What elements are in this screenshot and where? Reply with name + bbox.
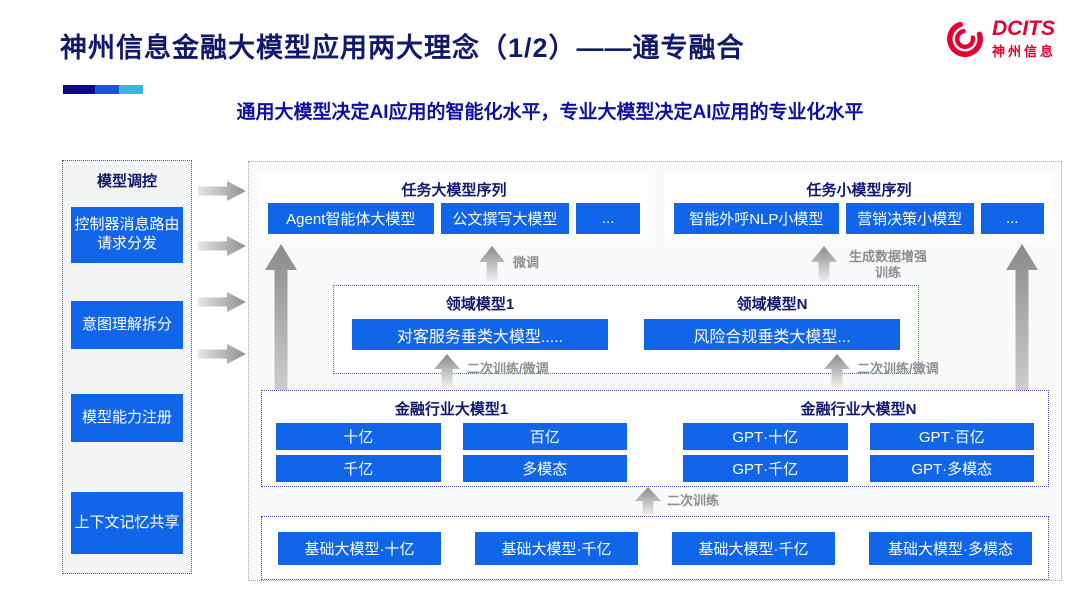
slide-subtitle: 通用大模型决定AI应用的智能化水平，专业大模型决定AI应用的专业化水平 — [236, 102, 864, 123]
industry-group-1: 金融行业大模型1 十亿 百亿 千亿 多模态 — [270, 396, 633, 486]
sidebar-item-intent: 意图理解拆分 — [71, 301, 183, 349]
flow-arrow-up-icon — [824, 354, 850, 388]
arrow-label-retrain-ft: 二次训练/微调 — [467, 361, 549, 376]
arrow-label-finetune: 微调 — [513, 255, 540, 270]
model-chip-document: 公文撰写大模型 — [440, 203, 570, 234]
foundation-model-layer: 基础大模型·十亿 基础大模型·千亿 基础大模型·千亿 基础大模型·多模态 — [261, 516, 1049, 580]
model-chip-foundation-100b: 基础大模型·千亿 — [475, 531, 638, 565]
page-title: 神州信息金融大模型应用两大理念（1/2）——通专融合 — [60, 33, 745, 63]
logo-brand: DCITS — [991, 17, 1055, 40]
domain-group-1: 领域模型1 对客服务垂类大模型..... — [334, 286, 626, 373]
flow-arrow-up-icon — [635, 487, 661, 516]
industry-title: 金融行业大模型N — [800, 401, 917, 418]
model-chip-gpt-10b: GPT·百亿 — [869, 423, 1034, 450]
model-control-panel: 模型调控 控制器消息路由请求分发 意图理解拆分 模型能力注册 上下文记忆共享 — [62, 160, 192, 574]
model-chip-foundation-multimodal: 基础大模型·多模态 — [869, 531, 1032, 565]
industry-model-layer: 金融行业大模型1 十亿 百亿 千亿 多模态 金融行业大模型N GPT·十亿 GP… — [261, 390, 1049, 487]
model-chip-multimodal: 多模态 — [462, 455, 627, 482]
model-chip-more: ... — [576, 203, 640, 234]
accent-bar-segment — [63, 85, 95, 94]
flow-arrow-right-icon — [198, 236, 246, 256]
domain-title: 领域模型N — [736, 296, 808, 313]
flow-arrow-up-tall-icon — [265, 244, 297, 472]
model-chip-foundation-1b: 基础大模型·十亿 — [278, 531, 441, 565]
sidebar-title: 模型调控 — [96, 173, 157, 190]
domain-model-layer: 领域模型1 对客服务垂类大模型..... 领域模型N 风险合规垂类大模型... — [333, 285, 919, 374]
arrow-label-gen-data: 生成数据增强训练 — [848, 249, 927, 281]
flow-arrow-right-icon — [198, 181, 246, 201]
logo-brand-cn: 神州信息 — [991, 44, 1056, 59]
flow-arrow-right-icon — [198, 292, 246, 312]
sidebar-item-registry: 模型能力注册 — [71, 394, 183, 442]
model-chip-agent: Agent智能体大模型 — [268, 203, 434, 234]
flow-arrow-up-tall-icon — [1006, 244, 1038, 472]
model-chip-gpt-multimodal: GPT·多模态 — [869, 455, 1034, 482]
domain-title: 领域模型1 — [445, 296, 515, 313]
dcits-logo: DCITS 神州信息 — [944, 18, 1056, 60]
model-chip-gpt-100b: GPT·千亿 — [683, 455, 848, 482]
model-chip-gpt-1b: GPT·十亿 — [683, 423, 848, 450]
arrow-label-retrain: 二次训练 — [667, 493, 720, 508]
card-title: 任务小模型序列 — [806, 182, 912, 199]
model-chip-100b: 千亿 — [276, 455, 441, 482]
accent-bar-segment — [119, 85, 143, 94]
model-chip-foundation-100b: 基础大模型·千亿 — [672, 531, 835, 565]
model-chip-marketing: 营销决策小模型 — [845, 203, 974, 234]
domain-group-n: 领域模型N 风险合规垂类大模型... — [626, 286, 918, 373]
flow-arrow-up-icon — [811, 246, 837, 282]
dcits-swirl-icon — [947, 21, 983, 57]
flow-arrow-right-icon — [198, 344, 246, 364]
flow-arrow-up-icon — [434, 354, 460, 388]
sidebar-item-router: 控制器消息路由请求分发 — [71, 207, 183, 263]
sidebar-item-context: 上下文记忆共享 — [71, 492, 183, 554]
arrow-label-retrain-ft: 二次训练/微调 — [857, 361, 939, 376]
accent-bar-segment — [95, 85, 119, 94]
accent-bar — [63, 85, 143, 94]
industry-group-n: 金融行业大模型N GPT·十亿 GPT·百亿 GPT·千亿 GPT·多模态 — [677, 396, 1040, 486]
flow-arrow-up-icon — [479, 246, 505, 282]
model-chip-customer-service: 对客服务垂类大模型..... — [351, 319, 609, 350]
industry-title: 金融行业大模型1 — [394, 401, 509, 418]
model-chip-10b: 百亿 — [462, 423, 627, 450]
model-chip-more: ... — [980, 203, 1044, 234]
task-large-model-card: 任务大模型序列 Agent智能体大模型 公文撰写大模型 ... — [259, 173, 649, 241]
model-chip-1b: 十亿 — [276, 423, 441, 450]
model-chip-risk-compliance: 风险合规垂类大模型... — [643, 319, 901, 350]
model-chip-nlp-call: 智能外呼NLP小模型 — [674, 203, 839, 234]
card-title: 任务大模型序列 — [401, 182, 507, 199]
model-architecture-diagram: 任务大模型序列 Agent智能体大模型 公文撰写大模型 ... 任务小模型序列 … — [248, 161, 1062, 581]
task-small-model-card: 任务小模型序列 智能外呼NLP小模型 营销决策小模型 ... — [665, 173, 1053, 241]
